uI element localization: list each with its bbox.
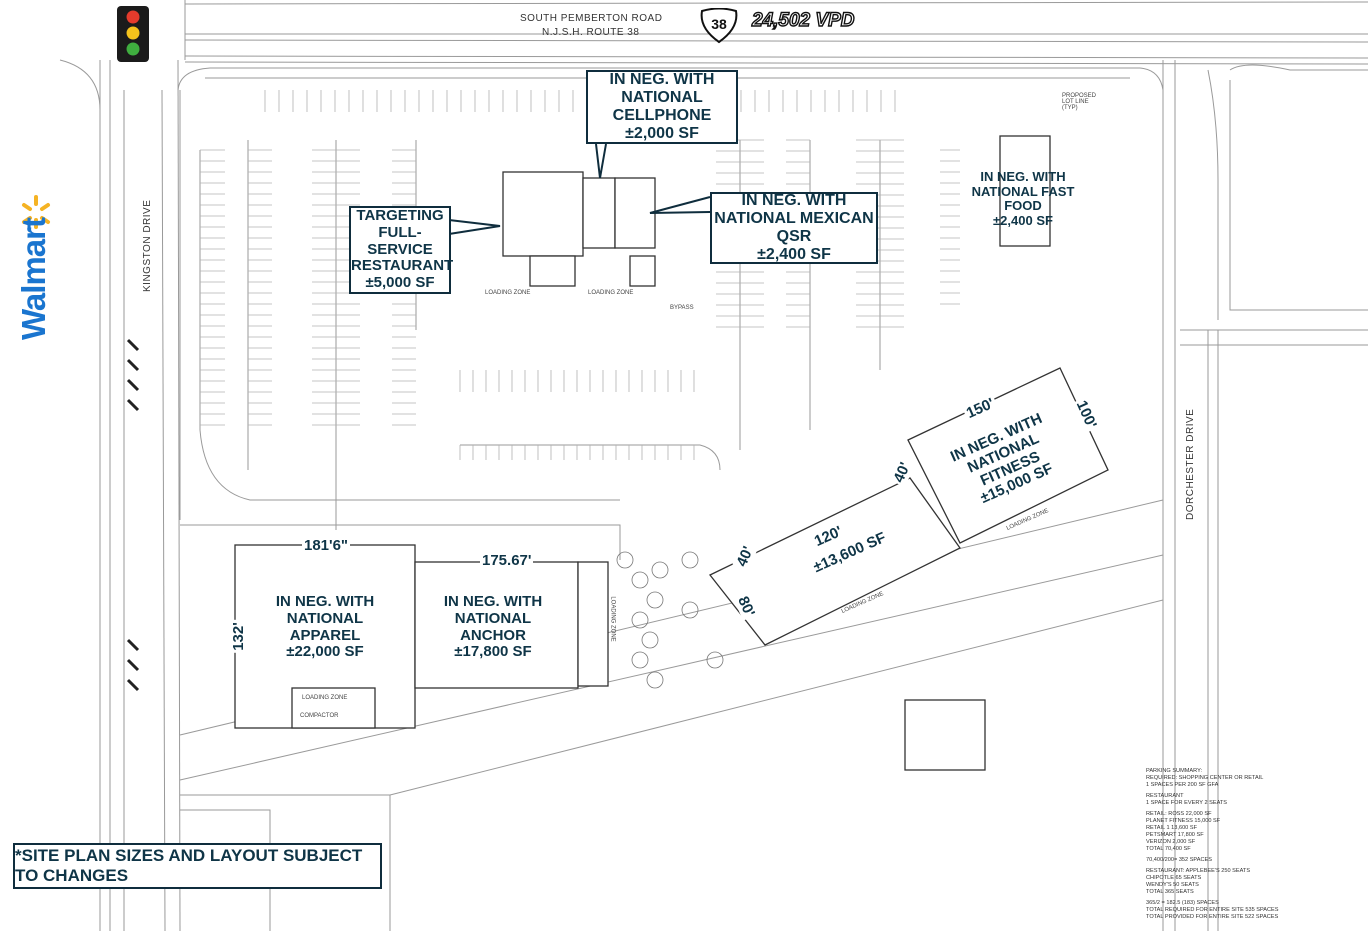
tree-icon xyxy=(631,651,649,669)
parking-summary-line: PLANET FITNESS 15,000 SF xyxy=(1146,817,1221,824)
parking-summary-line: WENDY'S 50 SEATS xyxy=(1146,881,1199,888)
label-loading-zone-a: LOADING ZONE xyxy=(485,290,531,296)
traffic-count: 24,502 VPD xyxy=(751,9,855,31)
callout-line: IN NEG. WITH xyxy=(609,71,715,89)
dim-apparel-width: 181'6" xyxy=(302,537,351,554)
parking-summary-line: 1 SPACES PER 200 SF GFA xyxy=(1146,781,1219,788)
dim-apparel-depth: 132' xyxy=(229,620,247,653)
label-line: ±2,400 SF xyxy=(993,212,1053,228)
parking-summary-line: 1 SPACE FOR EVERY 2 SEATS xyxy=(1146,799,1228,806)
walmart-logo: Walmart xyxy=(15,218,52,340)
label-compactor: COMPACTOR xyxy=(300,713,339,719)
label-line: IN NEG. WITH xyxy=(443,593,543,610)
callout-line: NATIONAL CELLPHONE xyxy=(612,89,712,124)
label-line: NATIONAL FAST FOOD xyxy=(971,183,1075,214)
tree-icon xyxy=(706,651,724,669)
parking-summary-line: TOTAL 70,400 SF xyxy=(1146,845,1191,852)
street-label-dorchester: DORCHESTER DRIVE xyxy=(1185,408,1196,520)
label-line: NATIONAL ANCHOR xyxy=(454,609,532,644)
label-loading-zone-f: LOADING ZONE xyxy=(609,596,616,642)
parking-summary-line: RETAIL 1 13,600 SF xyxy=(1146,824,1197,831)
parking-summary-line: PETSMART 17,800 SF xyxy=(1146,831,1204,838)
tree-icon xyxy=(646,671,664,689)
street-label-kingston: KINGSTON DRIVE xyxy=(142,199,153,292)
callout-line: FULL-SERVICE xyxy=(367,223,433,258)
callout-line: IN NEG. WITH xyxy=(741,192,847,210)
tree-icon xyxy=(616,551,634,569)
road-name: SOUTH PEMBERTON ROAD xyxy=(520,13,663,24)
callout-full-service: TARGETING FULL-SERVICE RESTAURANT ±5,000… xyxy=(349,206,454,294)
parking-summary-line: RESTAURANT: APPLEBEE'S 250 SEATS xyxy=(1146,867,1251,874)
label-anchor: IN NEG. WITH NATIONAL ANCHOR ±17,800 SF xyxy=(423,593,563,661)
callout-line: TARGETING xyxy=(356,207,444,224)
callout-line: ±2,000 SF xyxy=(625,124,699,142)
callout-line: ±5,000 SF xyxy=(365,274,435,292)
label-line: ±22,000 SF xyxy=(286,643,364,661)
tree-icon xyxy=(646,591,664,609)
traffic-light-icon xyxy=(117,6,149,62)
parking-summary-line: PARKING SUMMARY: xyxy=(1146,768,1203,774)
dim-anchor-width: 175.67' xyxy=(480,552,534,569)
label-apparel: IN NEG. WITH NATIONAL APPAREL ±22,000 SF xyxy=(255,593,395,661)
parking-summary-line: 70,400/200= 352 SPACES xyxy=(1146,856,1212,863)
label-bypass: BYPASS xyxy=(670,305,694,311)
disclaimer-box: *SITE PLAN SIZES AND LAYOUT SUBJECT TO C… xyxy=(13,843,382,889)
parking-summary-line: TOTAL REQUIRED FOR ENTIRE SITE 535 SPACE… xyxy=(1146,906,1279,913)
tree-icon xyxy=(681,551,699,569)
label-line: IN NEG. WITH xyxy=(980,169,1066,184)
tree-icon xyxy=(641,631,659,649)
parking-summary-line: VERIZON 2,000 SF xyxy=(1146,838,1196,845)
label-line: IN NEG. WITH xyxy=(275,593,375,610)
callout-line: RESTAURANT xyxy=(351,257,454,275)
callout-cellphone: IN NEG. WITH NATIONAL CELLPHONE ±2,000 S… xyxy=(586,70,738,144)
parking-summary-line: CHIPOTLE 65 SEATS xyxy=(1146,874,1202,881)
route-number: 38 xyxy=(711,16,727,32)
callout-mexican: IN NEG. WITH NATIONAL MEXICAN QSR ±2,400… xyxy=(710,192,878,264)
callout-line: ±2,400 SF xyxy=(757,245,831,263)
parking-summary-line: RESTAURANT xyxy=(1146,792,1184,799)
label-line: ±17,800 SF xyxy=(454,643,532,661)
tree-icon xyxy=(651,561,669,579)
callout-line: NATIONAL MEXICAN QSR xyxy=(714,210,874,245)
tree-icon xyxy=(681,601,699,619)
parking-summary-line: REQUIRED: SHOPPING CENTER OR RETAIL xyxy=(1146,774,1264,781)
parking-summary: PARKING SUMMARY:REQUIRED: SHOPPING CENTE… xyxy=(1146,768,1296,921)
label-line: NATIONAL APPAREL xyxy=(286,609,364,644)
label-proposed-lot-line: PROPOSED LOT LINE (TYP) xyxy=(1062,93,1097,111)
tree-icon xyxy=(631,611,649,629)
route-shield-icon: 38 xyxy=(699,7,739,44)
parking-summary-line: TOTAL PROVIDED FOR ENTIRE SITE 522 SPACE… xyxy=(1146,913,1279,920)
label-fast-food: IN NEG. WITH NATIONAL FAST FOOD ±2,400 S… xyxy=(958,169,1088,228)
label-loading-zone-b: LOADING ZONE xyxy=(588,290,634,296)
parking-summary-line: RETAIL: ROSS 22,000 SF xyxy=(1146,810,1212,817)
parking-summary-line: TOTAL 365 SEATS xyxy=(1146,888,1194,895)
label-loading-zone-c: LOADING ZONE xyxy=(302,695,348,701)
road-route: N.J.S.H. ROUTE 38 xyxy=(542,27,640,38)
walmart-spark-icon xyxy=(22,195,50,229)
tree-icon xyxy=(631,571,649,589)
parking-summary-line: 365/2 = 182.5 (183) SPACES xyxy=(1146,899,1219,906)
